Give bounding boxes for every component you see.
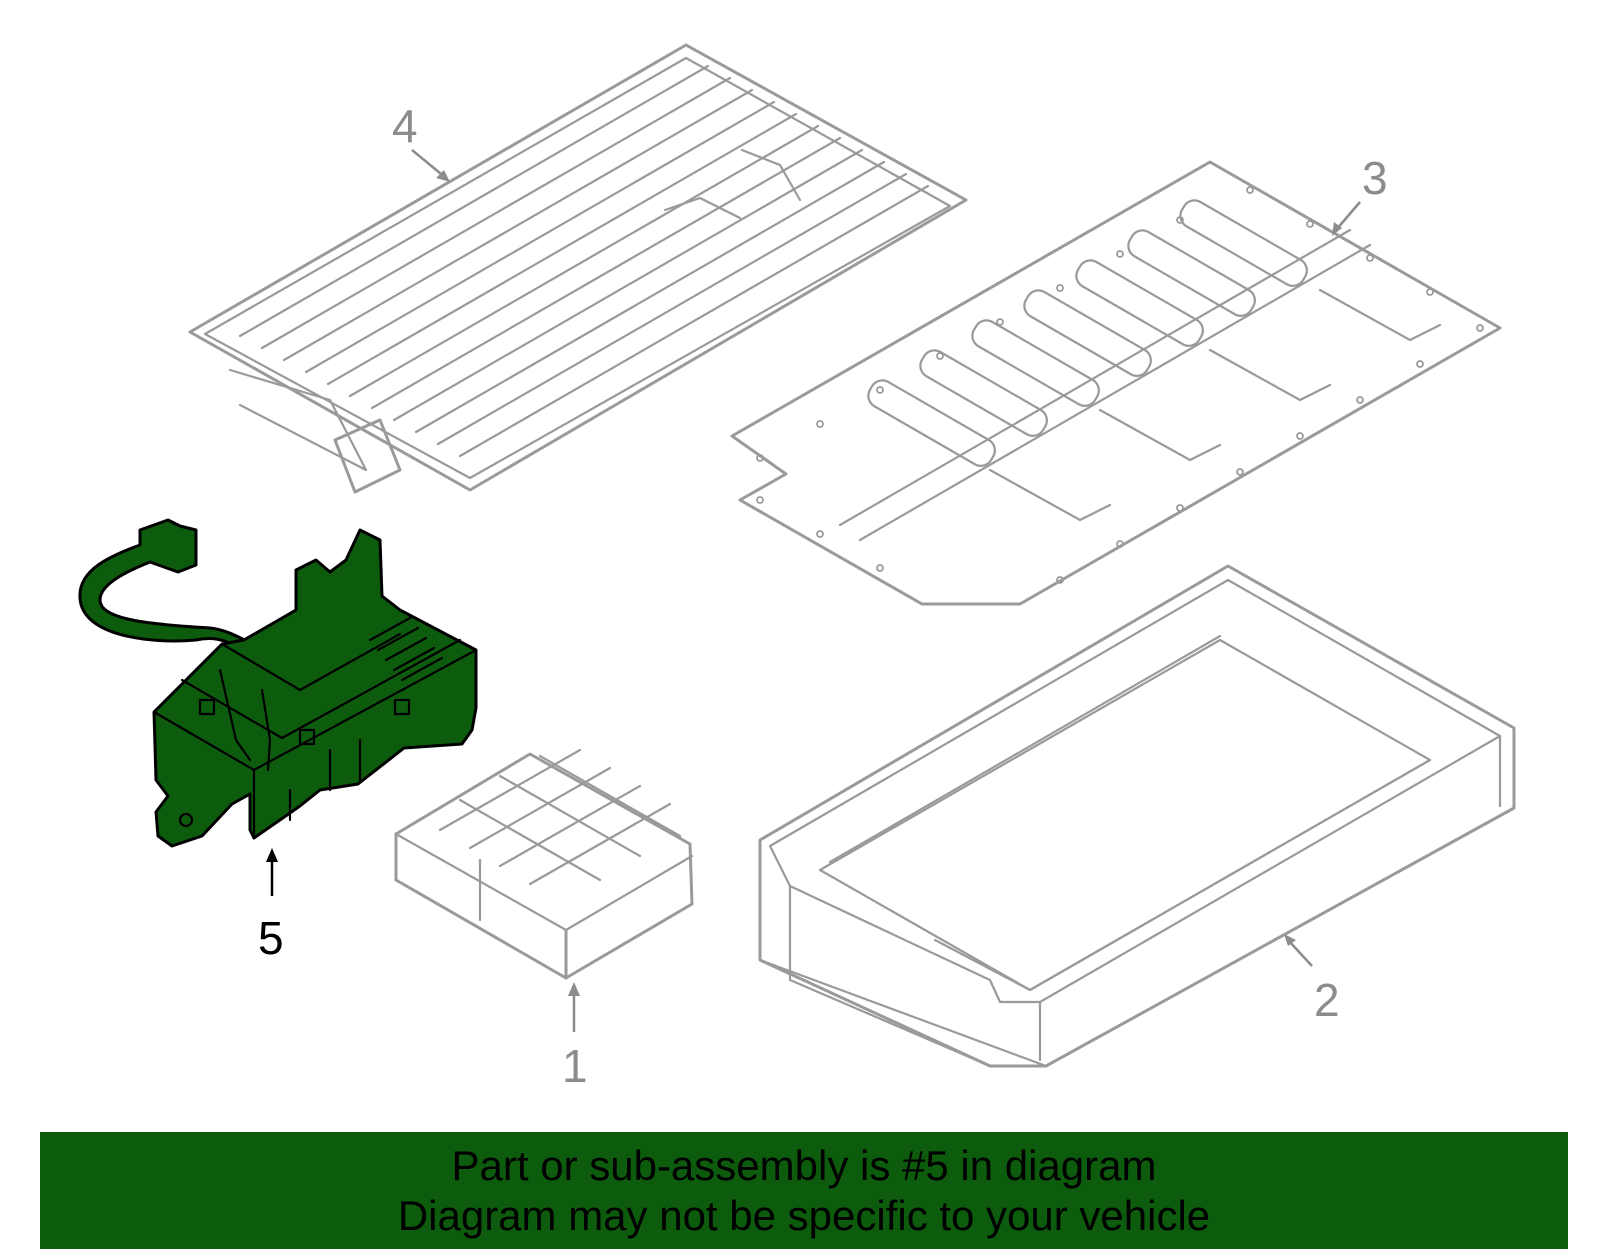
callout-3: 3 bbox=[1362, 152, 1388, 204]
info-banner: Part or sub-assembly is #5 in diagram Di… bbox=[40, 1132, 1568, 1249]
part-5-harness-box[interactable] bbox=[78, 518, 478, 848]
banner-line-1: Part or sub-assembly is #5 in diagram bbox=[451, 1141, 1157, 1189]
callout-arrows bbox=[266, 149, 1361, 1032]
callout-2: 2 bbox=[1314, 974, 1340, 1026]
callout-1: 1 bbox=[562, 1040, 588, 1092]
part-4-upper-cover[interactable] bbox=[188, 43, 968, 494]
part-3-plate[interactable] bbox=[730, 160, 1502, 606]
part-2-lower-tray[interactable] bbox=[758, 564, 1516, 1068]
callout-5: 5 bbox=[258, 912, 284, 964]
banner-line-2: Diagram may not be specific to your vehi… bbox=[397, 1191, 1211, 1239]
callout-4: 4 bbox=[392, 100, 418, 152]
part-1-module[interactable] bbox=[394, 748, 694, 980]
